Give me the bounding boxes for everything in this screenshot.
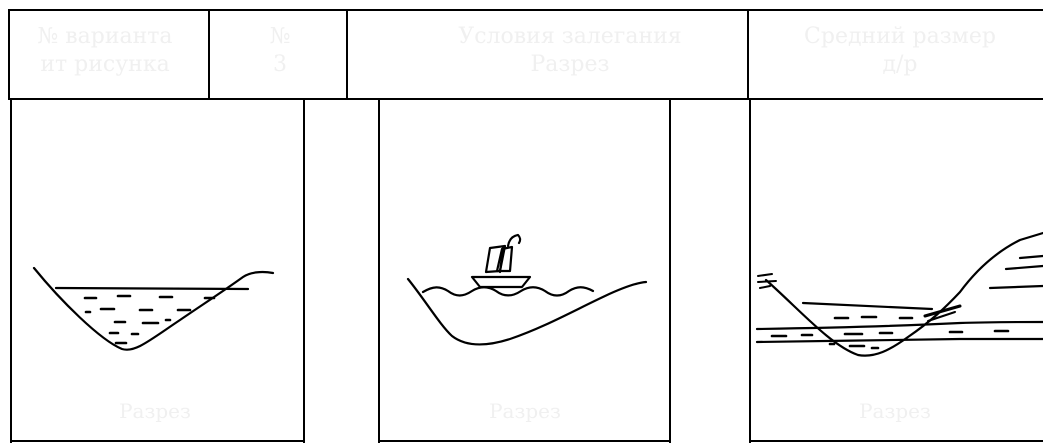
panel-valley-filled-icon [34, 268, 273, 350]
boat-hull [472, 277, 530, 287]
valley3-water-surface [803, 303, 932, 309]
valley2-water-wave [423, 287, 593, 295]
valley3-strata [757, 256, 1043, 342]
stratum-line-5 [1020, 256, 1043, 258]
header-col4-line1: Средний размер [770, 22, 1030, 52]
header-col2-line2: 3 [225, 50, 335, 80]
stratum-line-3 [990, 286, 1043, 288]
stratum-line-1 [757, 322, 1043, 329]
header-col3-line2: Разрез [420, 50, 720, 80]
valley1-sediment-dashes [85, 296, 214, 343]
header-col3-line1: Условия залегания [420, 22, 720, 52]
panel-valley-boat-icon [408, 235, 646, 344]
boat-flag [508, 235, 520, 246]
header-col4-line2: д/р [770, 50, 1030, 80]
header-col1-line2: ит рисунка [20, 50, 190, 80]
panel-valley-layers-icon [757, 233, 1043, 356]
header-col1-line1: № варианта [20, 22, 190, 52]
panel2-caption: Разрез [385, 396, 665, 426]
stratum-line-4 [1006, 266, 1043, 269]
boat-icon [472, 235, 530, 287]
panel3-caption: Разрез [760, 396, 1030, 426]
header-col2-line1: № [225, 22, 335, 52]
valley3-profile [766, 233, 1043, 356]
valley1-profile [34, 268, 273, 350]
panel-frames [11, 99, 1043, 443]
stratum-hatch-1 [925, 306, 960, 316]
valley1-water-surface [56, 288, 248, 289]
panel1-caption: Разрез [20, 396, 290, 426]
